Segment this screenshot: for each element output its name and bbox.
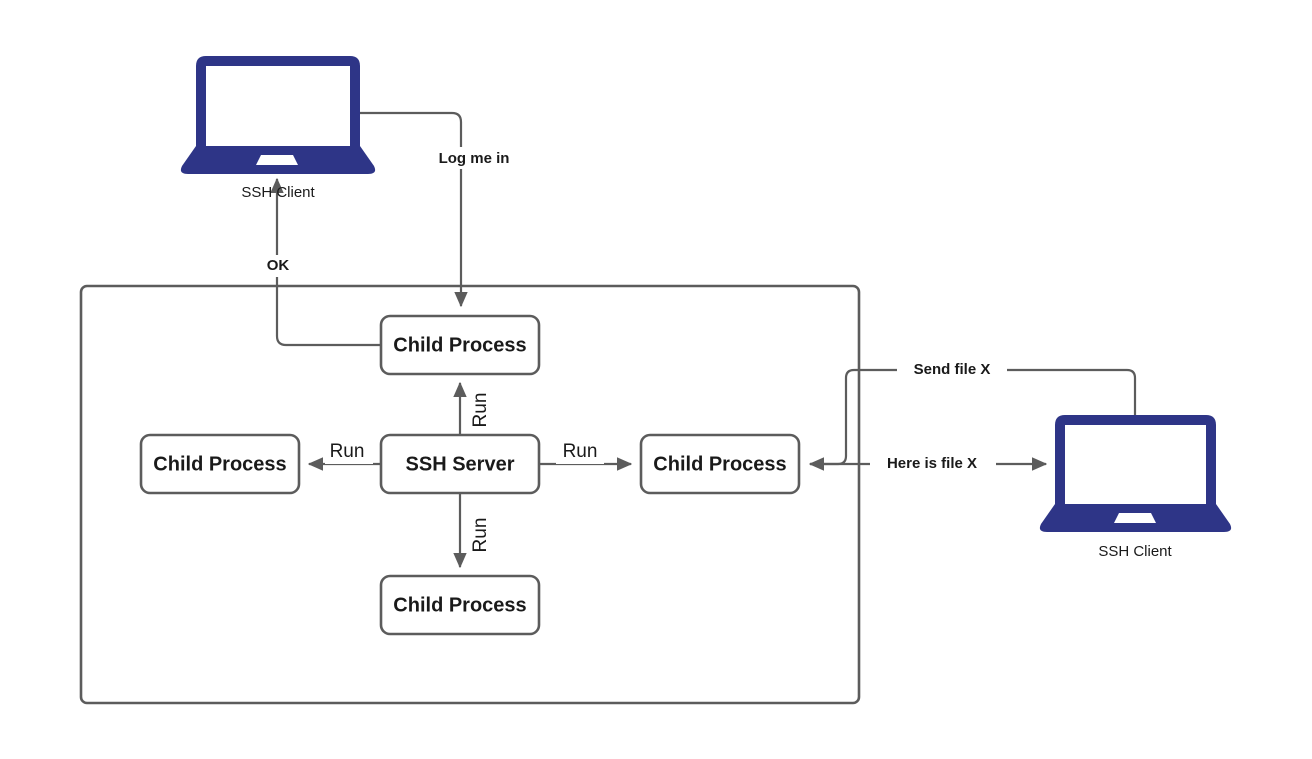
node-child-process-left[interactable] [139,433,301,495]
edge-ok [270,177,380,347]
edge-label-log-me-in: Log me in [439,150,510,167]
edge-label-here-is-file-x: Here is file X [887,455,977,472]
node-ssh-server-label: SSH Server [406,453,515,475]
node-child-process-top[interactable] [379,314,541,376]
node-child-process-bottom-label: Child Process [393,594,526,616]
node-child-process-right[interactable] [639,433,801,495]
edge-label-ok: OK [267,257,290,274]
device-label-ssh-client-top-left: SSH Client [241,184,315,201]
device-ssh-client-right[interactable] [1039,415,1232,532]
ssh-host-boundary [79,284,861,705]
node-child-process-right-label: Child Process [653,453,786,475]
edge-label-bg-send-file-x [897,360,1007,380]
edge-label-run-right: Run [563,441,598,462]
laptop-screen-top-left [206,66,350,150]
edge-label-run-bottom: Run [470,518,491,553]
node-child-process-left-label: Child Process [153,453,286,475]
edge-label-bg-log-me-in [415,147,533,169]
laptop-trackpad-notch-right [1114,513,1156,523]
laptop-trackpad-notch-top-left [256,155,298,165]
node-child-process-bottom[interactable] [379,574,541,636]
laptop-screen-right [1065,425,1206,508]
device-ssh-client-top-left[interactable] [180,56,376,174]
edge-label-run-left: Run [330,441,365,462]
edge-label-send-file-x: Send file X [914,361,991,378]
device-label-ssh-client-right: SSH Client [1098,543,1172,560]
edge-log-me-in [358,111,468,308]
edge-label-bg-ok [261,255,295,277]
edge-label-bg-run-left [325,440,373,464]
edge-label-run-top: Run [470,393,491,428]
node-child-process-top-label: Child Process [393,334,526,356]
edge-label-bg-here-is-file-x [870,454,996,474]
node-ssh-server[interactable] [379,433,541,495]
edge-label-bg-run-right [556,440,604,464]
